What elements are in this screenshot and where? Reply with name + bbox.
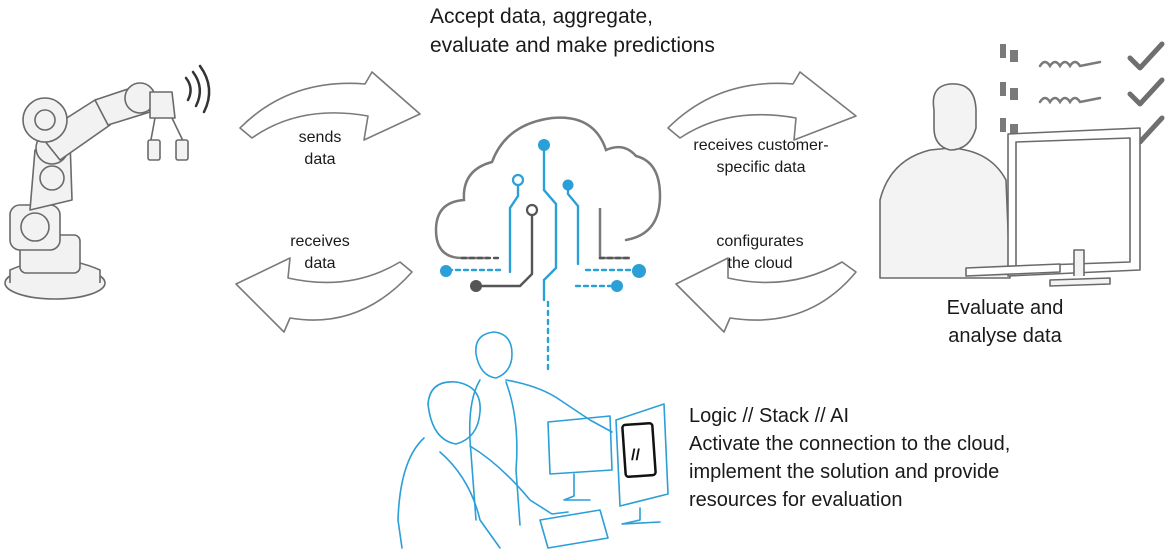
logic-caption-line4: resources for evaluation	[689, 489, 903, 511]
sends-data-arrow	[239, 71, 421, 141]
configurates-line1: configurates	[716, 233, 804, 250]
receives-customer-data-label: receives customer- specific data	[676, 135, 846, 179]
evaluate-caption: Evaluate and analyse data	[910, 294, 1100, 350]
receives-data-line1: receives	[290, 233, 350, 250]
configurates-cloud-label: configurates the cloud	[690, 231, 830, 275]
logic-caption-line1: Logic // Stack // AI	[689, 405, 850, 427]
receives-customer-data-arrow	[667, 71, 857, 141]
sends-data-label: sends data	[280, 127, 360, 171]
top-caption: Accept data, aggregate, evaluate and mak…	[430, 2, 715, 60]
evaluate-caption-line1: Evaluate and	[946, 297, 1064, 319]
circuit-nodes	[440, 139, 646, 292]
top-caption-line2: evaluate and make predictions	[430, 34, 715, 57]
sends-data-line2: data	[304, 151, 336, 168]
monitor-glyph: //	[631, 447, 640, 464]
logic-caption-line3: implement the solution and provide	[689, 461, 1000, 483]
cloud-circuit-lines	[446, 144, 642, 372]
analyst-illustration	[879, 83, 1141, 287]
monitor-screen-icon: //	[621, 421, 657, 479]
receives-data-label: receives data	[270, 231, 370, 275]
cloud-icon	[434, 116, 662, 260]
configurates-line2: the cloud	[727, 255, 793, 272]
logic-caption-line2: Activate the connection to the cloud,	[689, 433, 1011, 455]
sends-data-line1: sends	[298, 129, 342, 146]
logic-stack-caption: Logic // Stack // AI Activate the connec…	[689, 402, 1010, 514]
wifi-signal-icon	[184, 64, 211, 114]
receives-data-arrow	[235, 257, 413, 333]
receives-customer-line1: receives customer-	[693, 137, 829, 154]
checkmark-icons	[1127, 41, 1165, 145]
top-caption-line1: Accept data, aggregate,	[430, 5, 653, 28]
receives-data-line2: data	[304, 255, 336, 272]
configurates-cloud-arrow	[675, 257, 857, 333]
checklist-icon	[1000, 41, 1165, 145]
evaluate-caption-line2: analyse data	[948, 325, 1062, 347]
robot-arm-illustration	[4, 82, 189, 300]
receives-customer-line2: specific data	[716, 159, 806, 176]
